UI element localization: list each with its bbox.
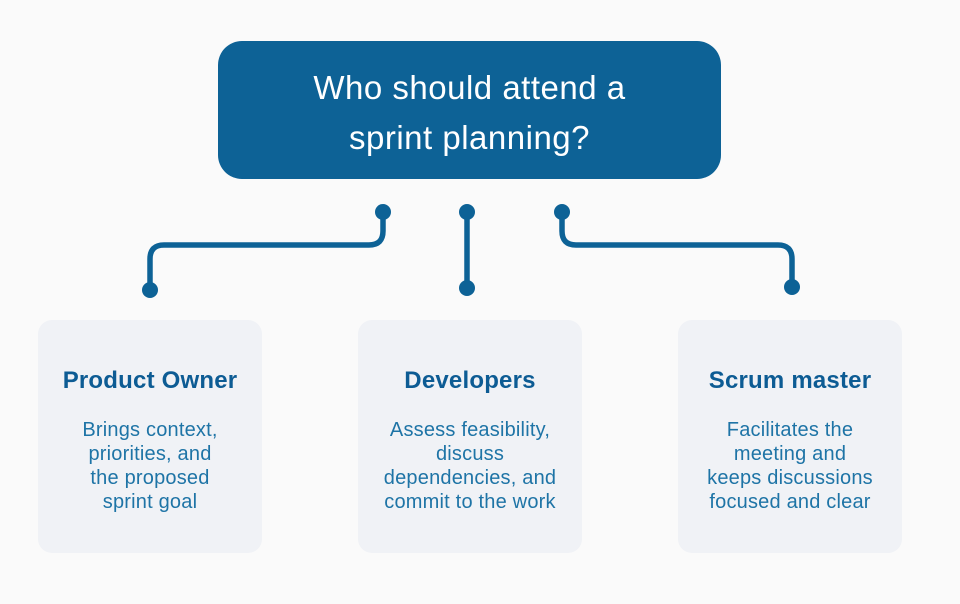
card-heading: Developers	[404, 367, 536, 394]
connector-dot	[142, 282, 158, 298]
card-product-owner: Product Owner Brings context, priorities…	[38, 320, 262, 553]
card-body-line: priorities, and	[88, 443, 212, 465]
connector-dot	[459, 280, 475, 296]
card-scrum-master: Scrum master Facilitates the meeting and…	[678, 320, 902, 553]
card-body-line: discuss	[435, 443, 505, 465]
card-heading: Product Owner	[62, 367, 238, 394]
connector-dot	[554, 204, 570, 220]
title-line: sprint planning?	[349, 119, 590, 156]
card-body-line: sprint goal	[102, 491, 198, 513]
card-body-line: Facilitates the	[726, 419, 854, 441]
connector-dot	[459, 204, 475, 220]
connector-left	[147, 209, 386, 293]
card-body-line: commit to the work	[384, 491, 556, 513]
connector-dot	[784, 279, 800, 295]
title-node: Who should attend a sprint planning?	[218, 41, 721, 179]
card-body-line: keeps discussions	[707, 467, 873, 489]
card-body-line: dependencies, and	[383, 467, 557, 489]
connector-right	[559, 209, 795, 290]
card-body: Brings context, priorities, and the prop…	[38, 418, 262, 514]
card-body-line: Assess feasibility,	[389, 419, 551, 441]
card-heading: Scrum master	[708, 367, 872, 394]
card-body: Facilitates the meeting and keeps discus…	[678, 418, 902, 514]
card-body-line: Brings context,	[82, 419, 218, 441]
connector-dot	[375, 204, 391, 220]
card-body-line: meeting and	[733, 443, 847, 465]
card-developers: Developers Assess feasibility, discuss d…	[358, 320, 582, 553]
title-line: Who should attend a	[313, 69, 626, 106]
card-body-line: the proposed	[90, 467, 210, 489]
card-body: Assess feasibility, discuss dependencies…	[358, 418, 582, 514]
card-body-line: focused and clear	[709, 491, 871, 513]
